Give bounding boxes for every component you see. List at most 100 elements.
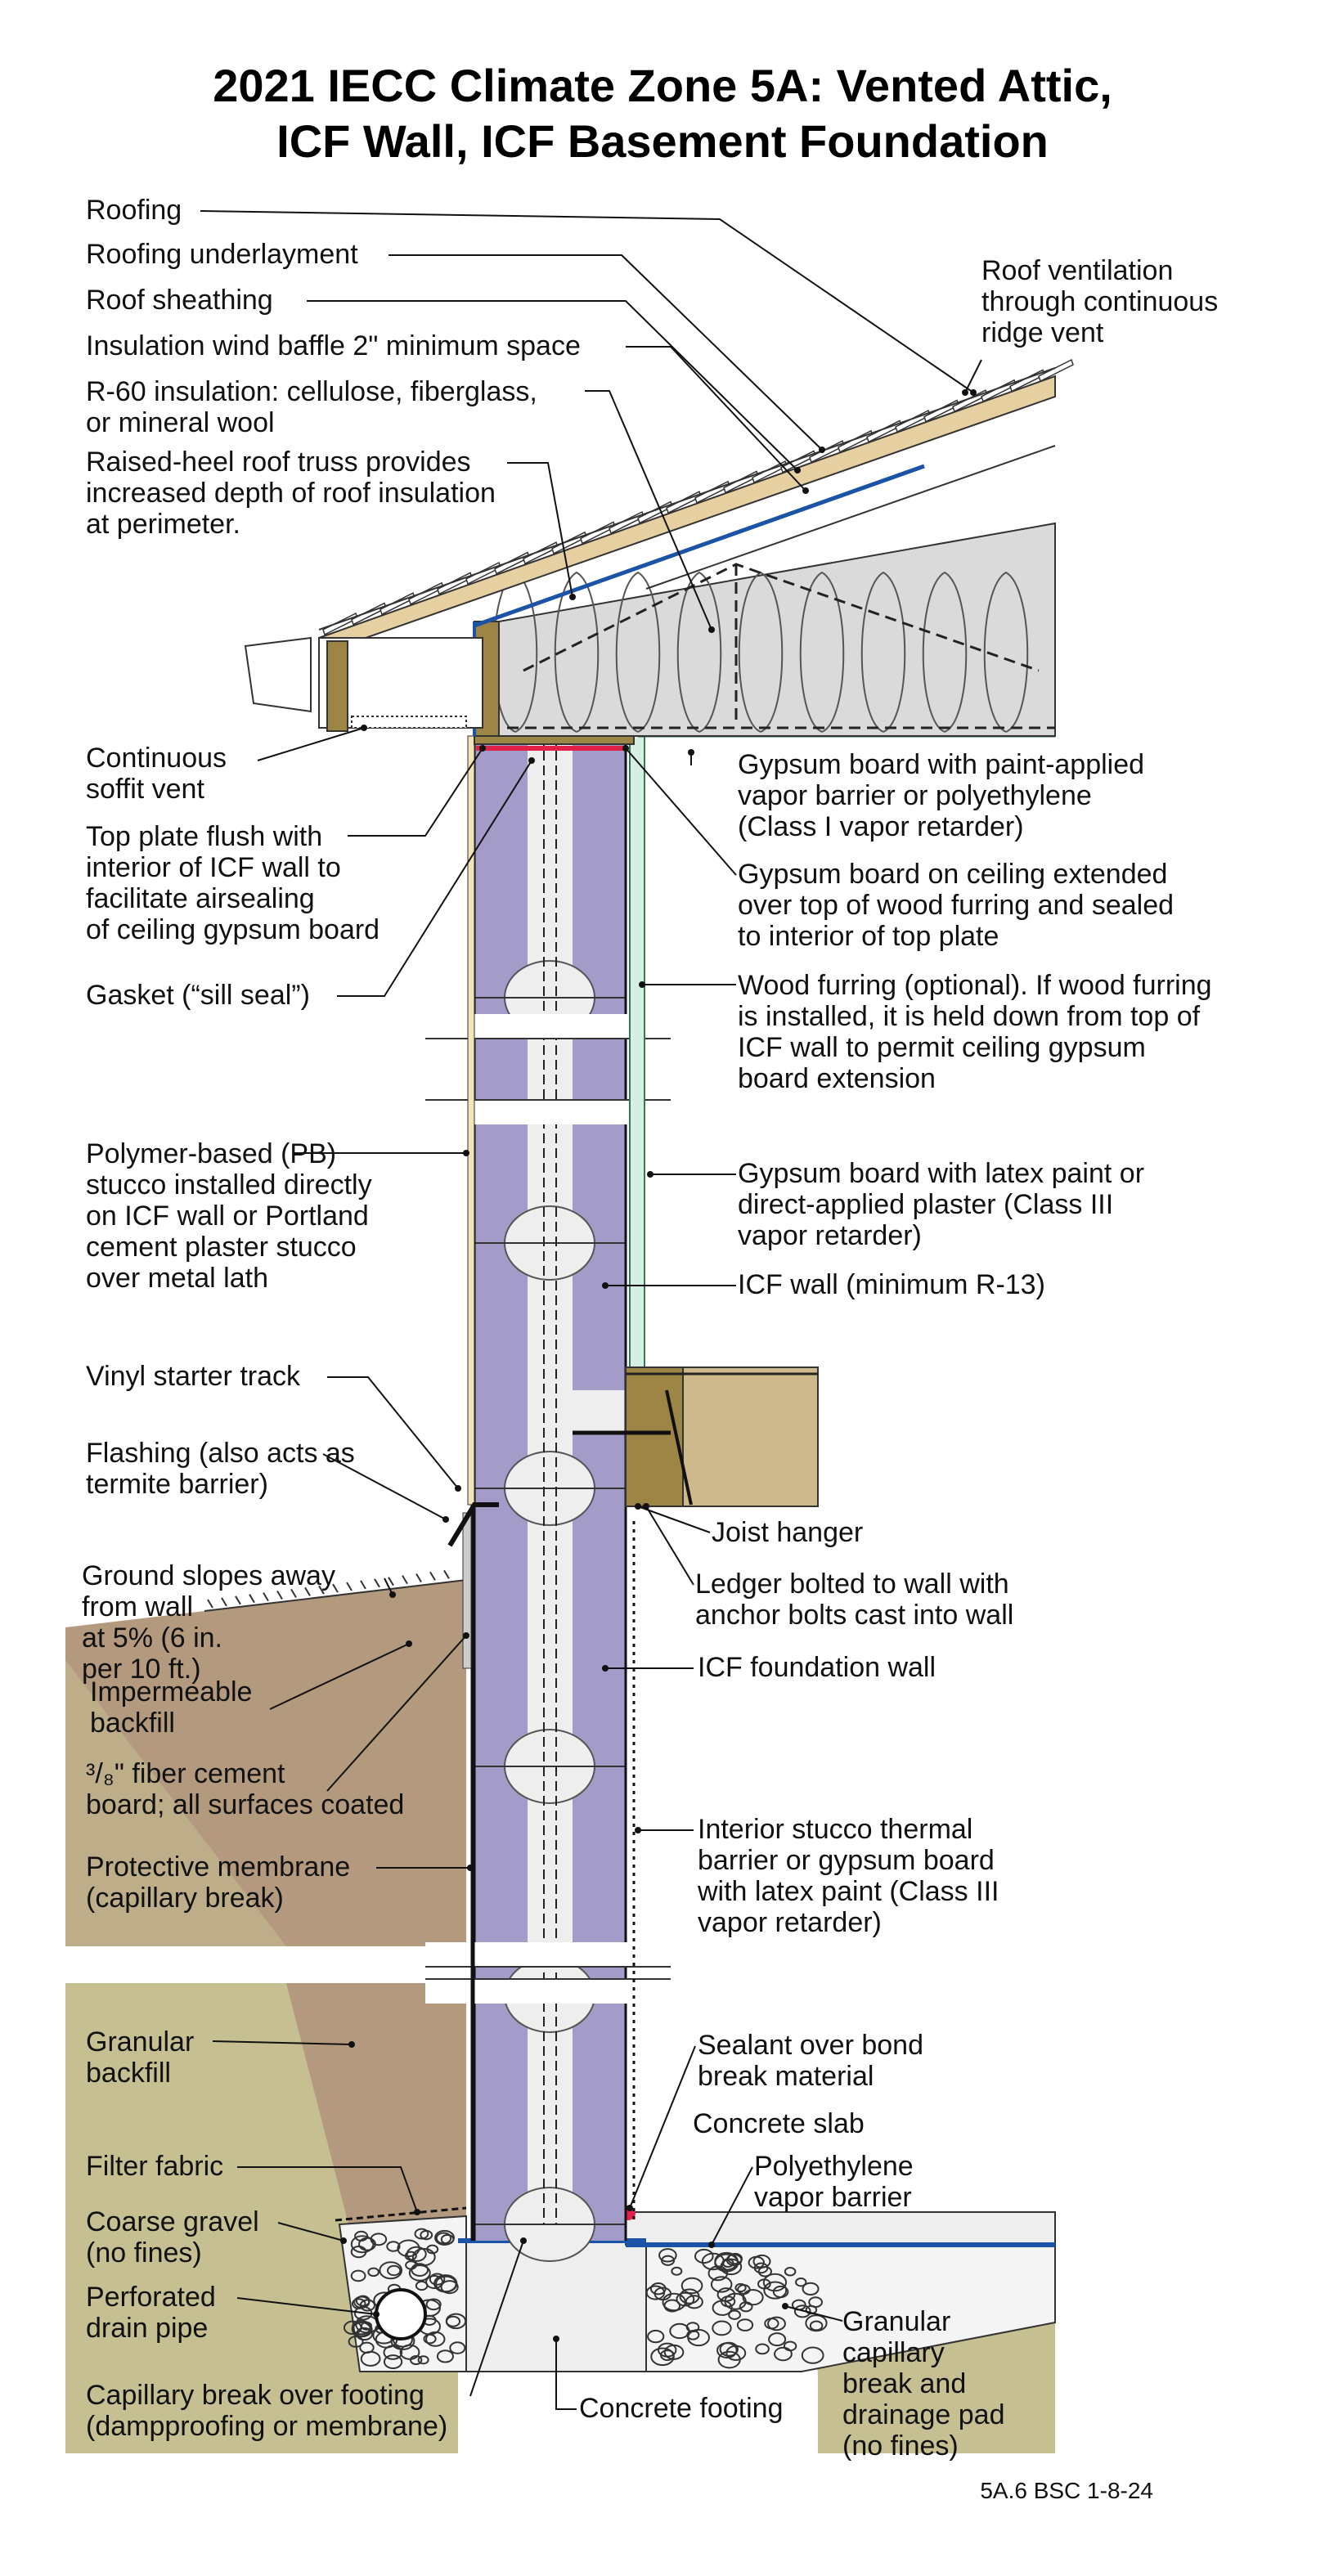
label-line: increased depth of roof insulation bbox=[86, 478, 496, 509]
label-wind-baffle: Insulation wind baffle 2" minimum space bbox=[86, 330, 581, 361]
ground-undisturbed bbox=[65, 1660, 286, 1946]
leader-arrowhead bbox=[627, 2205, 633, 2211]
gravel-stone bbox=[671, 2266, 683, 2276]
gravel-stone bbox=[405, 2260, 417, 2270]
grass-tick bbox=[429, 1571, 436, 1581]
grass-tick bbox=[263, 1592, 269, 1602]
label-line: vapor barrier or polyethylene bbox=[738, 780, 1092, 811]
label-capillary-footing: Capillary break over footing(dampproofin… bbox=[86, 2380, 447, 2442]
gravel-stone bbox=[679, 2288, 700, 2304]
leader-line bbox=[555, 2339, 577, 2410]
gravel-stone bbox=[784, 2267, 797, 2277]
flashing bbox=[447, 1502, 499, 1547]
gravel-stone bbox=[716, 2342, 738, 2358]
leader-arrowhead bbox=[414, 2209, 420, 2215]
leader-line bbox=[277, 2222, 344, 2242]
gravel-stone bbox=[669, 2322, 690, 2340]
leader-line bbox=[469, 2240, 524, 2397]
grass-tick bbox=[290, 1588, 297, 1598]
label-icf-wall: ICF wall (minimum R-13) bbox=[738, 1269, 1045, 1300]
interior-gypsum-board bbox=[629, 735, 645, 1375]
leader-arrowhead bbox=[340, 2237, 347, 2244]
grass-tick bbox=[443, 1569, 450, 1579]
label-line: Gasket (“sill seal”) bbox=[86, 980, 310, 1011]
leader-arrowhead bbox=[970, 389, 977, 396]
label-line: Vinyl starter track bbox=[86, 1361, 301, 1392]
label-line: board extension bbox=[738, 1063, 936, 1094]
label-line: drain pipe bbox=[86, 2313, 209, 2344]
gravel-stone bbox=[802, 2282, 820, 2296]
leader-arrowhead bbox=[463, 1632, 469, 1639]
leader-arrowhead bbox=[528, 757, 535, 764]
label-line: capillary bbox=[842, 2337, 945, 2368]
label-roofing-underlayment: Roofing underlayment bbox=[86, 239, 358, 270]
gravel-stone bbox=[742, 2289, 764, 2306]
leader-line bbox=[200, 210, 974, 393]
label-wood-furring: Wood furring (optional). If wood furring… bbox=[738, 970, 1212, 1094]
leader-line bbox=[629, 2045, 696, 2209]
leader-arrowhead bbox=[602, 1665, 609, 1672]
gravel-stone bbox=[406, 2246, 427, 2262]
label-vinyl-track: Vinyl starter track bbox=[86, 1361, 300, 1392]
gravel-stone bbox=[680, 2277, 703, 2295]
leader-line bbox=[337, 760, 532, 997]
gravel-stone bbox=[793, 2304, 811, 2318]
gravel-stone bbox=[420, 2229, 433, 2241]
label-line: is installed, it is held down from top o… bbox=[738, 1001, 1201, 1032]
roof-shingle bbox=[1038, 358, 1074, 383]
leader-arrowhead bbox=[643, 1503, 649, 1510]
label-line: Joist hanger bbox=[712, 1517, 864, 1548]
grass-tick bbox=[249, 1594, 255, 1604]
gravel-stone bbox=[425, 2298, 442, 2311]
gravel-stone bbox=[694, 2248, 714, 2264]
label-line: on ICF wall or Portland bbox=[86, 1200, 369, 1232]
label-line: R-60 insulation: cellulose, fiberglass, bbox=[86, 376, 537, 407]
leader-line bbox=[327, 1376, 459, 1489]
leader-arrowhead bbox=[520, 2237, 527, 2244]
label-line: Insulation wind baffle 2" minimum space bbox=[86, 330, 581, 361]
gravel-stone bbox=[350, 2246, 367, 2259]
label-line: through continuous bbox=[981, 286, 1219, 317]
label-line: break and bbox=[842, 2368, 967, 2399]
label-protective-membrane: Protective membrane(capillary break) bbox=[86, 1851, 350, 1914]
joist-hanger bbox=[665, 1389, 693, 1506]
grass-tick bbox=[235, 1595, 241, 1605]
gravel-stone bbox=[762, 2273, 788, 2292]
diagram-title-line-1: 2021 IECC Climate Zone 5A: Vented Attic, bbox=[213, 60, 1112, 111]
gravel-stone bbox=[661, 2255, 676, 2266]
leader-line bbox=[711, 2166, 753, 2246]
label-line: termite barrier) bbox=[86, 1469, 268, 1500]
label-line: anchor bolts cast into wall bbox=[695, 1600, 1014, 1631]
label-line: Top plate flush with bbox=[86, 821, 323, 852]
gravel-stone bbox=[379, 2261, 403, 2280]
gravel-stone bbox=[712, 2320, 732, 2336]
label-line: Ledger bolted to wall with bbox=[695, 1568, 1009, 1600]
gravel-stone bbox=[663, 2299, 681, 2313]
perforated-drain-pipe bbox=[375, 2288, 427, 2340]
label-line: Interior stucco thermal bbox=[698, 1814, 973, 1845]
label-roofing: Roofing bbox=[86, 195, 182, 226]
grass-tick bbox=[374, 1578, 380, 1588]
gutter bbox=[244, 636, 312, 713]
gravel-stone bbox=[425, 2275, 444, 2290]
label-line: Coarse gravel bbox=[86, 2206, 259, 2237]
gravel-stone bbox=[343, 2320, 362, 2336]
leader-arrowhead bbox=[348, 2041, 355, 2048]
insulation-curl bbox=[799, 571, 845, 733]
grass-tick bbox=[318, 1585, 325, 1595]
gravel-stone bbox=[386, 2241, 401, 2252]
leader-arrowhead bbox=[802, 487, 809, 494]
label-line: backfill bbox=[90, 1708, 175, 1739]
label-line: board; all surfaces coated bbox=[86, 1789, 405, 1820]
